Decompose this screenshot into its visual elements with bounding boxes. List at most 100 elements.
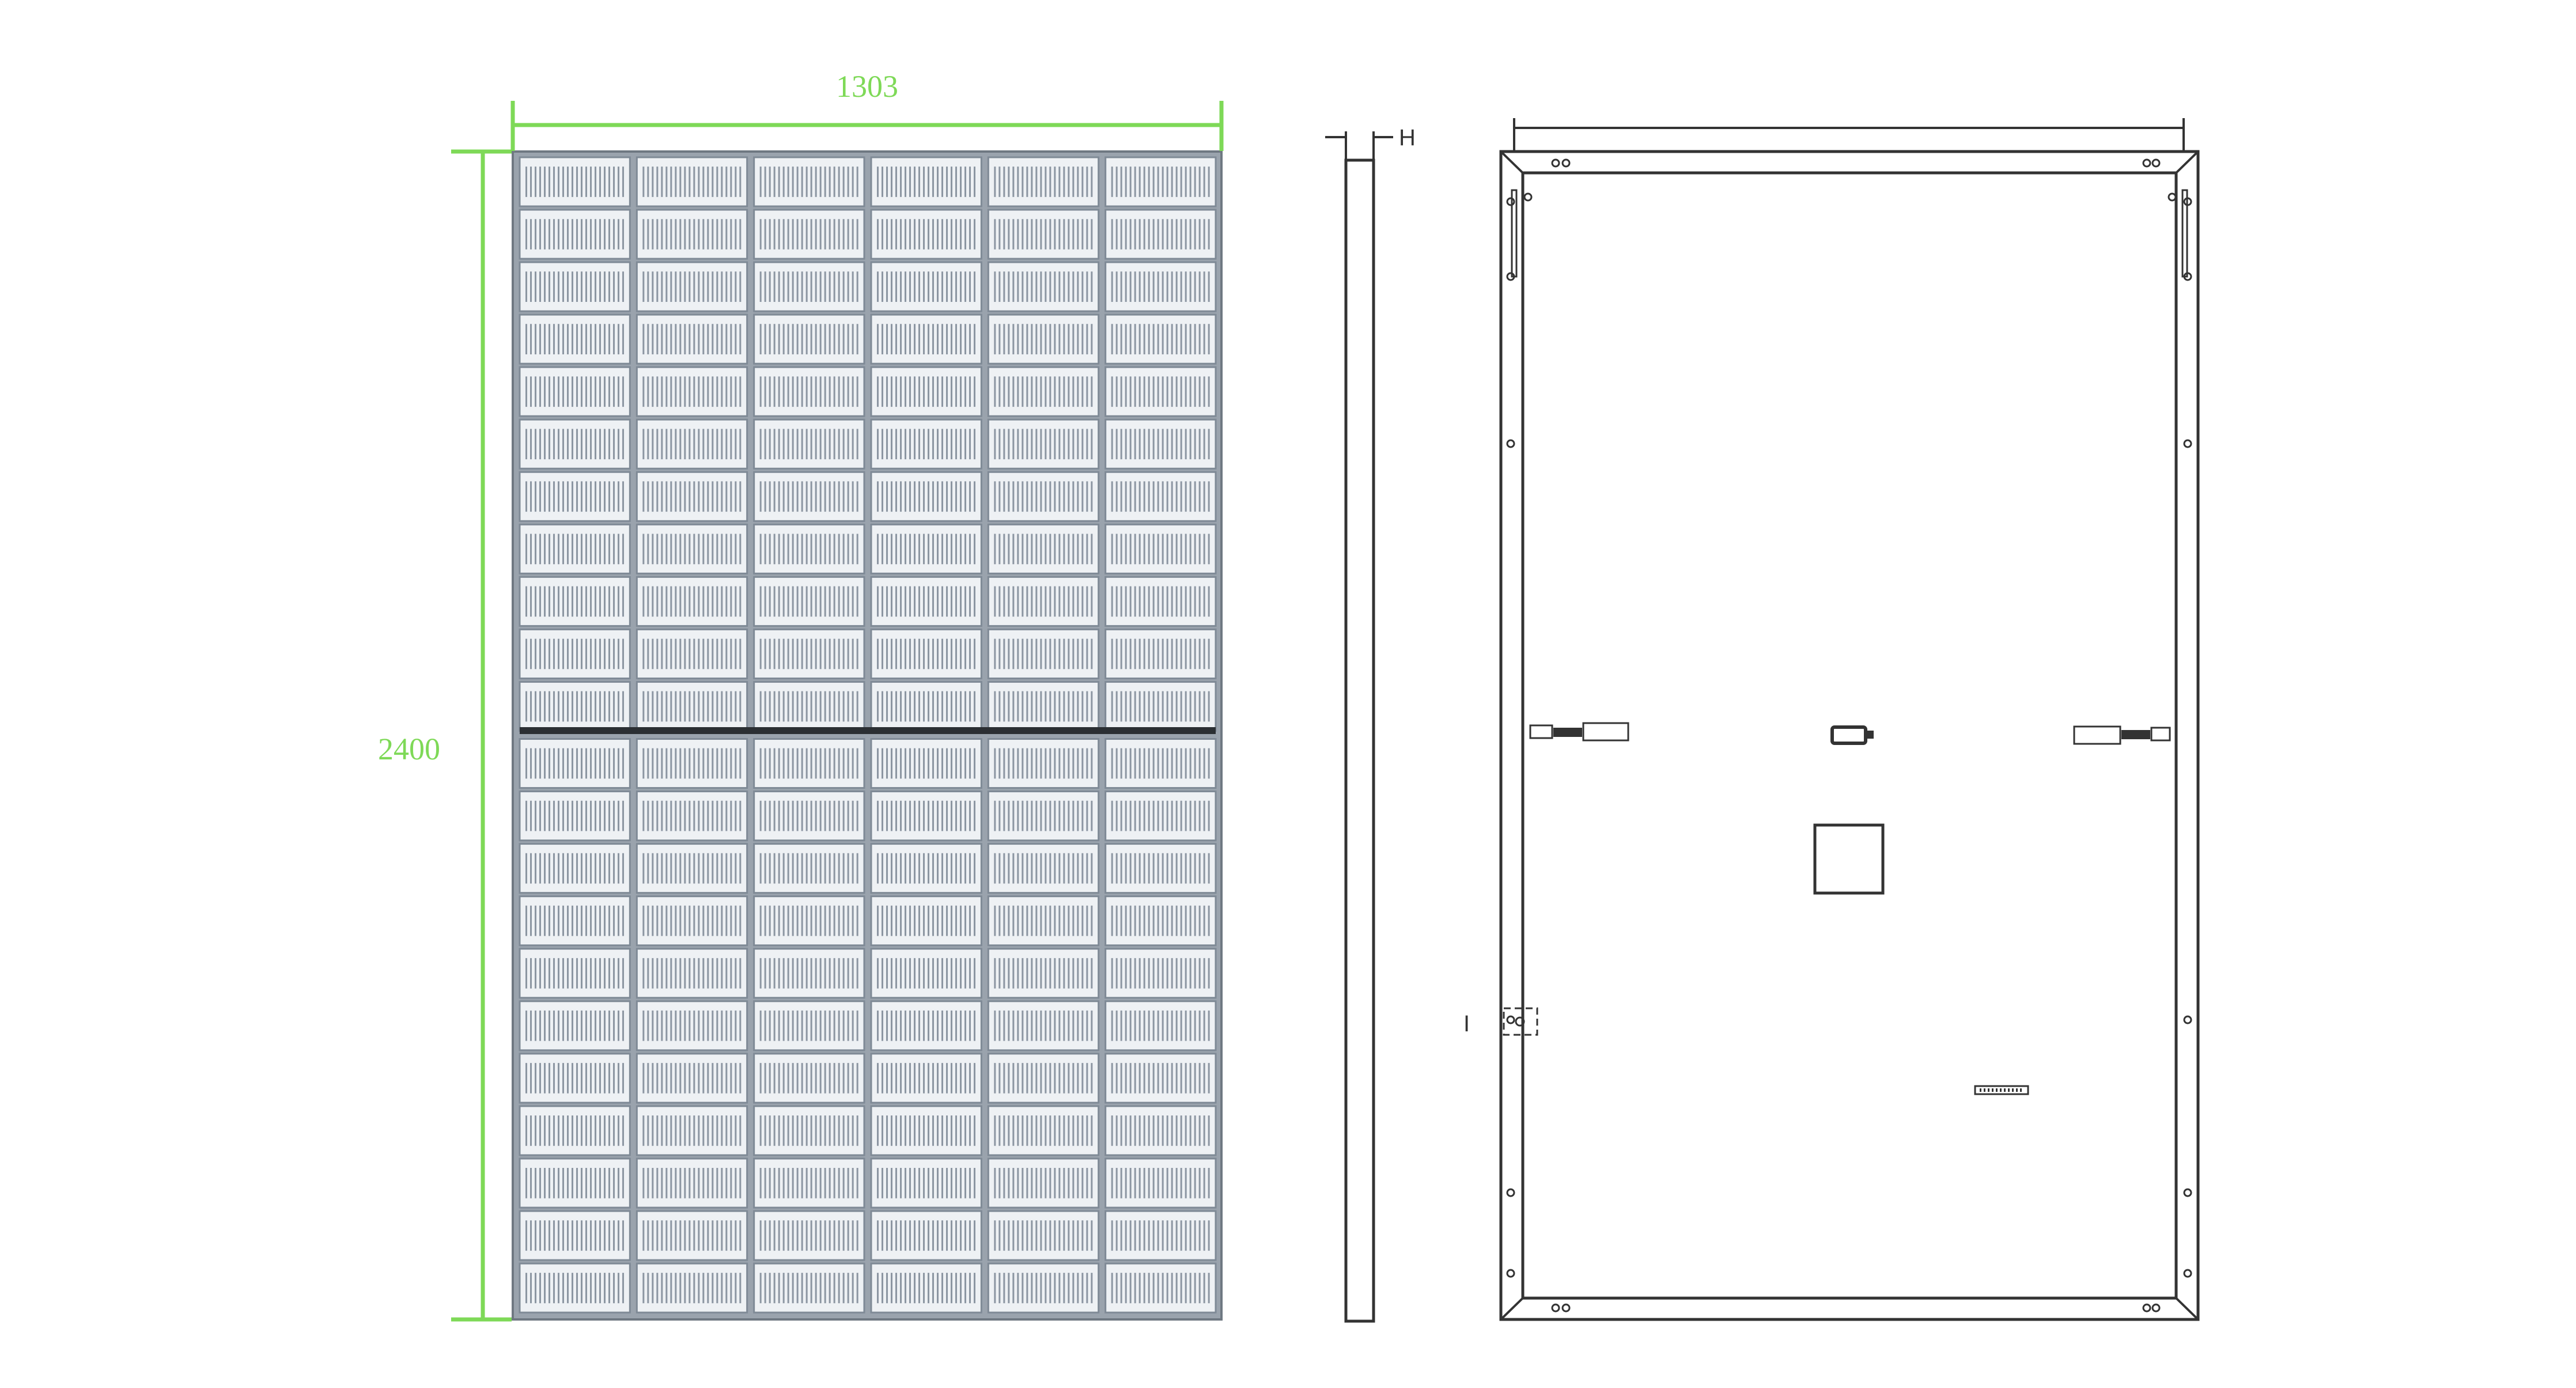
mounting-hole	[2183, 439, 2192, 448]
solar-cell	[519, 156, 631, 207]
solar-cell	[636, 366, 748, 417]
solar-cell	[753, 1000, 865, 1052]
right-connector-body	[2121, 730, 2150, 739]
solar-cell	[753, 895, 865, 947]
detail-callout-hole	[1515, 1016, 1525, 1027]
solar-cell	[519, 948, 631, 999]
solar-cell	[1104, 895, 1217, 947]
solar-cell	[519, 738, 631, 789]
solar-cell	[753, 576, 865, 627]
solar-cell	[636, 313, 748, 365]
cell-grid	[519, 156, 1217, 1314]
solar-cell	[987, 1053, 1100, 1104]
solar-cell	[987, 1105, 1100, 1156]
solar-cell	[636, 1262, 748, 1314]
solar-cell	[987, 738, 1100, 789]
solar-cell	[753, 1210, 865, 1261]
solar-cell	[519, 471, 631, 522]
solar-cell	[1104, 1210, 1217, 1261]
mounting-hole	[1506, 1269, 1515, 1278]
detail-callout-box	[1503, 1007, 1538, 1036]
solar-cell	[753, 471, 865, 522]
solar-cell	[519, 576, 631, 627]
solar-cell	[636, 1105, 748, 1156]
solar-cell	[1104, 261, 1217, 312]
solar-cell	[1104, 418, 1217, 470]
label-plate	[1813, 823, 1885, 895]
solar-cell	[870, 1158, 982, 1209]
left-junction-box	[1582, 722, 1629, 742]
solar-cell	[1104, 209, 1217, 260]
side-view: H	[1325, 125, 1416, 1323]
mounting-holes	[1506, 158, 2192, 1313]
left-connector-body	[1553, 728, 1582, 737]
solar-cell	[1104, 1000, 1217, 1052]
solar-cell	[987, 680, 1100, 732]
solar-cell	[519, 1158, 631, 1209]
solar-cell	[1104, 523, 1217, 574]
mounting-hole	[1506, 197, 1515, 206]
mounting-hole	[2183, 1188, 2192, 1197]
front-panel-frame	[512, 150, 1223, 1321]
solar-cell	[753, 738, 865, 789]
solar-cell	[987, 843, 1100, 894]
mounting-hole	[1523, 192, 1533, 202]
solar-cell	[870, 156, 982, 207]
mounting-hole	[1551, 1303, 1560, 1313]
solar-cell	[870, 1262, 982, 1314]
mounting-hole	[1561, 158, 1571, 168]
solar-cell	[636, 738, 748, 789]
solar-cell	[636, 471, 748, 522]
solar-cell	[1104, 1158, 1217, 1209]
solar-cell	[870, 418, 982, 470]
solar-cell	[636, 209, 748, 260]
mounting-hole	[2183, 1269, 2192, 1278]
solar-cell	[1104, 576, 1217, 627]
solar-cell	[519, 628, 631, 679]
center-divider	[520, 727, 1216, 734]
solar-cell	[753, 628, 865, 679]
solar-cell	[1104, 313, 1217, 365]
solar-cell	[987, 1262, 1100, 1314]
solar-cell	[519, 895, 631, 947]
solar-cell	[870, 1210, 982, 1261]
solar-cell	[1104, 680, 1217, 732]
solar-cell	[870, 1105, 982, 1156]
detail-callout-label: I	[1463, 1011, 1470, 1037]
solar-cell	[636, 1210, 748, 1261]
solar-cell	[987, 791, 1100, 842]
solar-cell	[870, 895, 982, 947]
solar-cell	[636, 1158, 748, 1209]
solar-cell	[1104, 1262, 1217, 1314]
solar-cell	[987, 1158, 1100, 1209]
solar-cell	[870, 471, 982, 522]
mounting-hole	[1551, 158, 1560, 168]
solar-cell	[987, 418, 1100, 470]
mounting-hole	[2142, 158, 2151, 168]
solar-cell	[987, 313, 1100, 365]
solar-cell	[636, 843, 748, 894]
solar-cell	[519, 209, 631, 260]
back-view: I	[1463, 118, 2200, 1321]
solar-cell	[987, 261, 1100, 312]
mounting-hole	[2183, 1015, 2192, 1024]
center-junction-box	[1830, 725, 1874, 745]
solar-cell	[987, 366, 1100, 417]
solar-cell	[987, 523, 1100, 574]
width-dimension-label: 1303	[836, 69, 898, 104]
solar-cell	[870, 738, 982, 789]
side-thickness-label: H	[1399, 125, 1416, 150]
solar-cell	[753, 843, 865, 894]
solar-cell	[987, 471, 1100, 522]
mounting-hole	[2183, 272, 2192, 281]
solar-cell	[1104, 948, 1217, 999]
solar-cell	[987, 628, 1100, 679]
right-junction-box	[2073, 725, 2121, 745]
solar-cell	[519, 791, 631, 842]
solar-cell	[636, 523, 748, 574]
solar-cell	[753, 156, 865, 207]
mounting-hole	[1506, 1188, 1515, 1197]
solar-cell	[753, 209, 865, 260]
